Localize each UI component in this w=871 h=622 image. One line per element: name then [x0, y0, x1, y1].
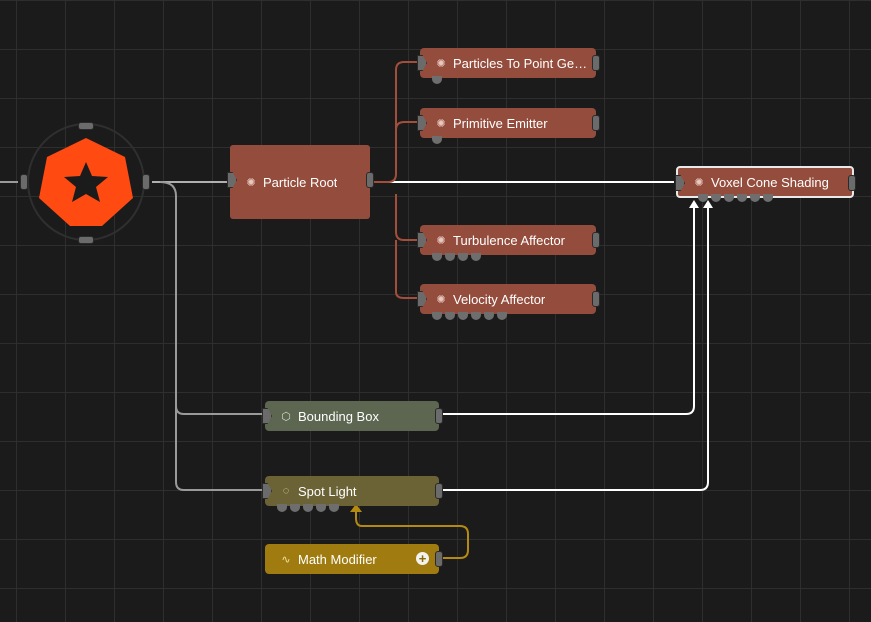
node-label: Bounding Box [298, 408, 379, 424]
wire-bounding-box-to-voxel [442, 206, 695, 415]
node-turbulence-affector[interactable]: ✺ Turbulence Affector [417, 225, 600, 261]
node-label: Velocity Affector [453, 291, 546, 307]
wire-spot-light-to-voxel [442, 206, 709, 491]
parameter-ports[interactable] [277, 504, 339, 512]
logo-port-right[interactable] [142, 174, 150, 190]
input-port[interactable] [417, 291, 427, 307]
node-label: Primitive Emitter [453, 115, 548, 131]
parameter-ports[interactable] [432, 312, 507, 320]
input-port[interactable] [262, 483, 272, 499]
parameter-ports[interactable] [698, 194, 773, 202]
node-primitive-emitter[interactable]: ✺ Primitive Emitter [417, 108, 600, 144]
output-port[interactable] [366, 172, 374, 188]
output-port[interactable] [592, 55, 600, 71]
input-port[interactable] [675, 175, 685, 191]
root-logo-node[interactable] [20, 122, 150, 244]
plus-circle-icon[interactable]: + [416, 552, 429, 565]
node-label: Turbulence Affector [453, 232, 566, 248]
node-bounding-box[interactable]: ⬡ Bounding Box [262, 401, 443, 431]
output-port[interactable] [848, 175, 856, 191]
input-port[interactable] [262, 408, 272, 424]
wire-math-modifier-to-spot-light [355, 510, 469, 559]
notch-logo-icon [27, 123, 145, 241]
input-port[interactable] [417, 232, 427, 248]
node-label: Math Modifier [298, 551, 377, 567]
light-bulb-icon: ◌ [282, 485, 290, 497]
particle-system-icon: ✺ [694, 176, 704, 189]
node-voxel-cone-shading[interactable]: ✺ Voxel Cone Shading [675, 166, 856, 202]
input-port[interactable] [417, 55, 427, 71]
output-port[interactable] [592, 115, 600, 131]
output-port[interactable] [435, 551, 443, 567]
node-label: Particles To Point Ge… [453, 55, 588, 71]
node-label: Voxel Cone Shading [711, 174, 829, 190]
cube-icon: ⬡ [281, 410, 291, 423]
particle-system-icon: ✺ [436, 234, 446, 247]
output-port[interactable] [592, 291, 600, 307]
output-port[interactable] [592, 232, 600, 248]
parameter-ports[interactable] [432, 76, 442, 84]
logo-port-left[interactable] [20, 174, 28, 190]
logo-port-bottom[interactable] [78, 236, 94, 244]
wire-logo-to-spot-light [175, 400, 262, 491]
node-math-modifier[interactable]: ∿ Math Modifier + [265, 544, 443, 574]
parameter-ports[interactable] [432, 136, 442, 144]
logo-port-top[interactable] [78, 122, 94, 130]
node-spot-light[interactable]: ◌ Spot Light [262, 476, 443, 512]
input-port[interactable] [227, 172, 237, 188]
node-particles-to-point[interactable]: ✺ Particles To Point Ge… [417, 48, 600, 84]
particle-system-icon: ✺ [436, 117, 446, 130]
particle-system-icon: ✺ [246, 176, 256, 189]
particle-system-icon: ✺ [436, 293, 446, 306]
wave-icon: ∿ [281, 553, 291, 566]
wire-particle-root-branches [374, 61, 418, 299]
output-port[interactable] [435, 483, 443, 499]
output-port[interactable] [435, 408, 443, 424]
node-velocity-affector[interactable]: ✺ Velocity Affector [417, 284, 600, 320]
node-label: Spot Light [298, 483, 357, 499]
node-particle-root[interactable]: ✺ Particle Root [227, 145, 374, 219]
input-port[interactable] [417, 115, 427, 131]
particle-system-icon: ✺ [436, 57, 446, 70]
node-label: Particle Root [263, 174, 338, 190]
parameter-ports[interactable] [432, 253, 481, 261]
